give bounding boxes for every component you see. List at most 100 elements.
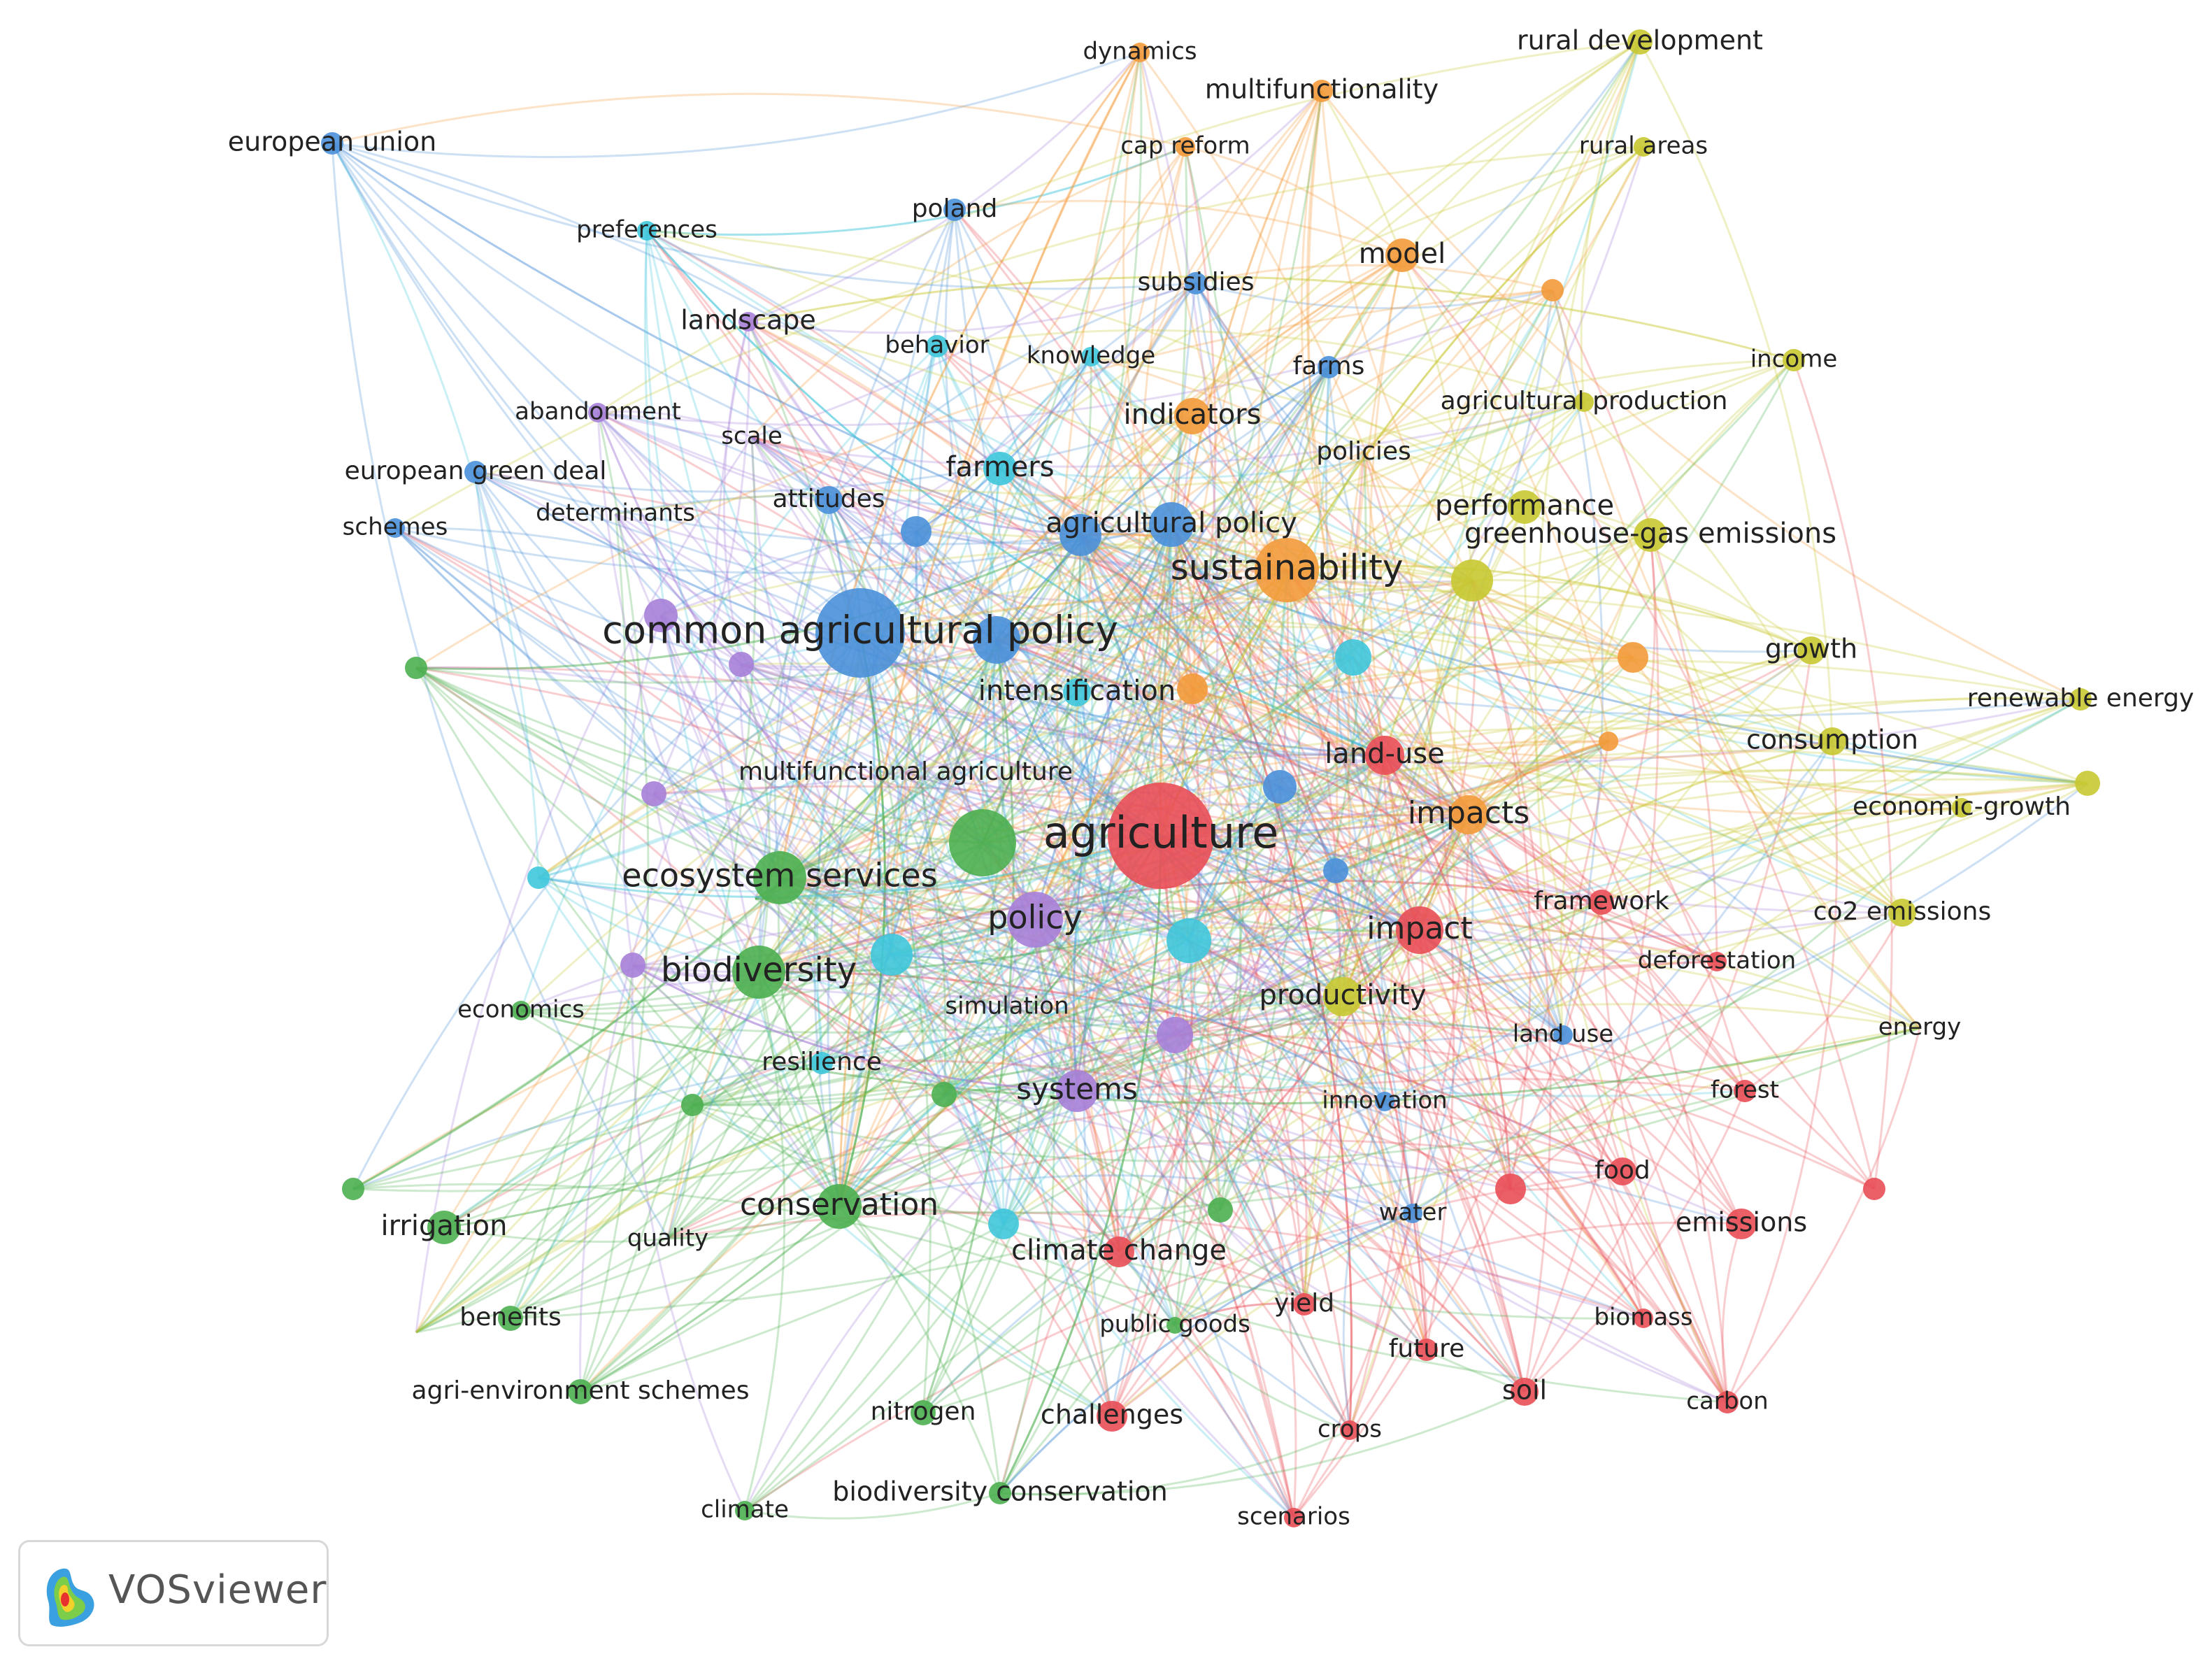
unlabeled-node[interactable] <box>1541 279 1564 301</box>
node-abandonment[interactable] <box>588 403 608 422</box>
label-dynamics[interactable]: dynamics <box>1083 38 1197 66</box>
label-productivity[interactable]: productivity <box>1259 979 1426 1011</box>
unlabeled-node[interactable] <box>1157 1017 1193 1053</box>
node-yield[interactable] <box>1293 1293 1315 1316</box>
unlabeled-node[interactable] <box>405 657 427 679</box>
node-performance[interactable] <box>1508 490 1541 524</box>
node-public-goods[interactable] <box>1166 1317 1183 1334</box>
label-scale[interactable]: scale <box>721 422 783 450</box>
label-resilience[interactable]: resilience <box>762 1048 882 1076</box>
unlabeled-node[interactable] <box>1166 918 1211 963</box>
unlabeled-node[interactable] <box>949 809 1016 876</box>
node-consumption[interactable] <box>1818 727 1846 755</box>
unlabeled-node[interactable] <box>1335 639 1371 676</box>
unlabeled-node[interactable] <box>644 599 678 632</box>
label-sustainability[interactable]: sustainability <box>1171 548 1404 588</box>
label-knowledge[interactable]: knowledge <box>1027 342 1155 370</box>
label-abandonment[interactable]: abandonment <box>515 398 681 426</box>
unlabeled-node[interactable] <box>2075 771 2100 796</box>
label-european-union[interactable]: european union <box>228 127 437 157</box>
node-emissions[interactable] <box>1726 1209 1757 1239</box>
node-crops[interactable] <box>1340 1420 1360 1440</box>
node-water[interactable] <box>1403 1204 1422 1223</box>
node-resilience[interactable] <box>811 1052 833 1074</box>
label-public-goods[interactable]: public goods <box>1099 1311 1250 1339</box>
unlabeled-node[interactable] <box>729 652 754 677</box>
label-nitrogen[interactable]: nitrogen <box>871 1397 976 1426</box>
node-farmers[interactable] <box>983 452 1017 485</box>
label-performance[interactable]: performance <box>1435 490 1614 522</box>
label-forest[interactable]: forest <box>1711 1076 1779 1104</box>
label-soil[interactable]: soil <box>1502 1375 1547 1406</box>
label-impact[interactable]: impact <box>1367 911 1472 946</box>
node-rural-development[interactable] <box>1627 29 1653 55</box>
node-impact[interactable] <box>1396 906 1443 954</box>
label-renewable-energy[interactable]: renewable energy <box>1967 684 2195 713</box>
node-income[interactable] <box>1783 349 1805 371</box>
label-cap-reform[interactable]: cap reform <box>1120 132 1250 160</box>
node-irrigation[interactable] <box>427 1211 461 1244</box>
unlabeled-node[interactable] <box>1495 1174 1526 1204</box>
node-carbon[interactable] <box>1716 1391 1739 1413</box>
node-poland[interactable] <box>943 199 966 221</box>
unlabeled-node[interactable] <box>342 1178 364 1200</box>
label-irrigation[interactable]: irrigation <box>381 1210 508 1242</box>
label-behavior[interactable]: behavior <box>885 332 989 359</box>
label-agricultural-policy[interactable]: agricultural policy <box>1046 507 1297 539</box>
node-sustainability[interactable] <box>1255 538 1319 602</box>
node-agri-environment-schemes[interactable] <box>568 1379 593 1404</box>
unlabeled-node[interactable] <box>973 616 1020 664</box>
label-innovation[interactable]: innovation <box>1322 1087 1447 1115</box>
label-economic-growth[interactable]: economic-growth <box>1853 792 2071 821</box>
unlabeled-node[interactable] <box>1599 732 1618 751</box>
node-behavior[interactable] <box>926 335 948 357</box>
label-poland[interactable]: poland <box>912 194 998 223</box>
node-systems[interactable] <box>1056 1070 1098 1112</box>
node-soil[interactable] <box>1511 1378 1539 1406</box>
label-agricultural-production[interactable]: agricultural production <box>1441 387 1728 415</box>
label-quality[interactable]: quality <box>627 1225 708 1253</box>
node-growth[interactable] <box>1797 636 1825 664</box>
label-systems[interactable]: systems <box>1016 1072 1138 1106</box>
node-renewable-energy[interactable] <box>2069 688 2092 711</box>
label-conservation[interactable]: conservation <box>740 1187 939 1223</box>
node-biodiversity-conservation[interactable] <box>989 1482 1011 1504</box>
node-land-use[interactable] <box>1553 1025 1573 1045</box>
label-challenges[interactable]: challenges <box>1041 1399 1183 1430</box>
node-deforestation[interactable] <box>1707 952 1727 971</box>
label-biomass[interactable]: biomass <box>1594 1304 1692 1332</box>
node-benefits[interactable] <box>498 1306 523 1331</box>
node-farms[interactable] <box>1318 356 1340 378</box>
unlabeled-node[interactable] <box>681 1094 704 1116</box>
node-climate[interactable] <box>735 1501 755 1520</box>
label-subsidies[interactable]: subsidies <box>1138 268 1255 297</box>
unlabeled-node[interactable] <box>527 867 550 889</box>
label-multifunctionality[interactable]: multifunctionality <box>1205 74 1439 105</box>
label-consumption[interactable]: consumption <box>1746 725 1918 755</box>
node-agriculture[interactable] <box>1108 783 1214 889</box>
node-framework[interactable] <box>1589 890 1614 915</box>
node-european-union[interactable] <box>321 132 343 155</box>
node-conservation[interactable] <box>817 1184 862 1229</box>
label-determinants[interactable]: determinants <box>536 499 695 527</box>
label-water[interactable]: water <box>1379 1199 1447 1227</box>
node-european-green-deal[interactable] <box>464 461 487 483</box>
label-benefits[interactable]: benefits <box>459 1303 562 1332</box>
label-farms[interactable]: farms <box>1293 352 1365 380</box>
node-attitudes[interactable] <box>815 486 843 514</box>
label-landscape[interactable]: landscape <box>680 305 816 336</box>
label-climate[interactable]: climate <box>701 1496 789 1524</box>
unlabeled-node[interactable] <box>1177 673 1208 704</box>
node-economics[interactable] <box>511 1001 531 1020</box>
label-yield[interactable]: yield <box>1274 1289 1334 1318</box>
node-productivity[interactable] <box>1323 977 1362 1016</box>
unlabeled-node[interactable] <box>620 953 645 978</box>
node-impacts[interactable] <box>1449 795 1488 834</box>
label-common-agricultural-policy[interactable]: common agricultural policy <box>602 608 1118 653</box>
label-income[interactable]: income <box>1750 345 1838 373</box>
label-impacts[interactable]: impacts <box>1408 795 1529 831</box>
unlabeled-node[interactable] <box>1208 1197 1233 1223</box>
node-climate-change[interactable] <box>1104 1236 1134 1267</box>
label-framework[interactable]: framework <box>1534 887 1669 915</box>
label-scenarios[interactable]: scenarios <box>1237 1503 1350 1531</box>
